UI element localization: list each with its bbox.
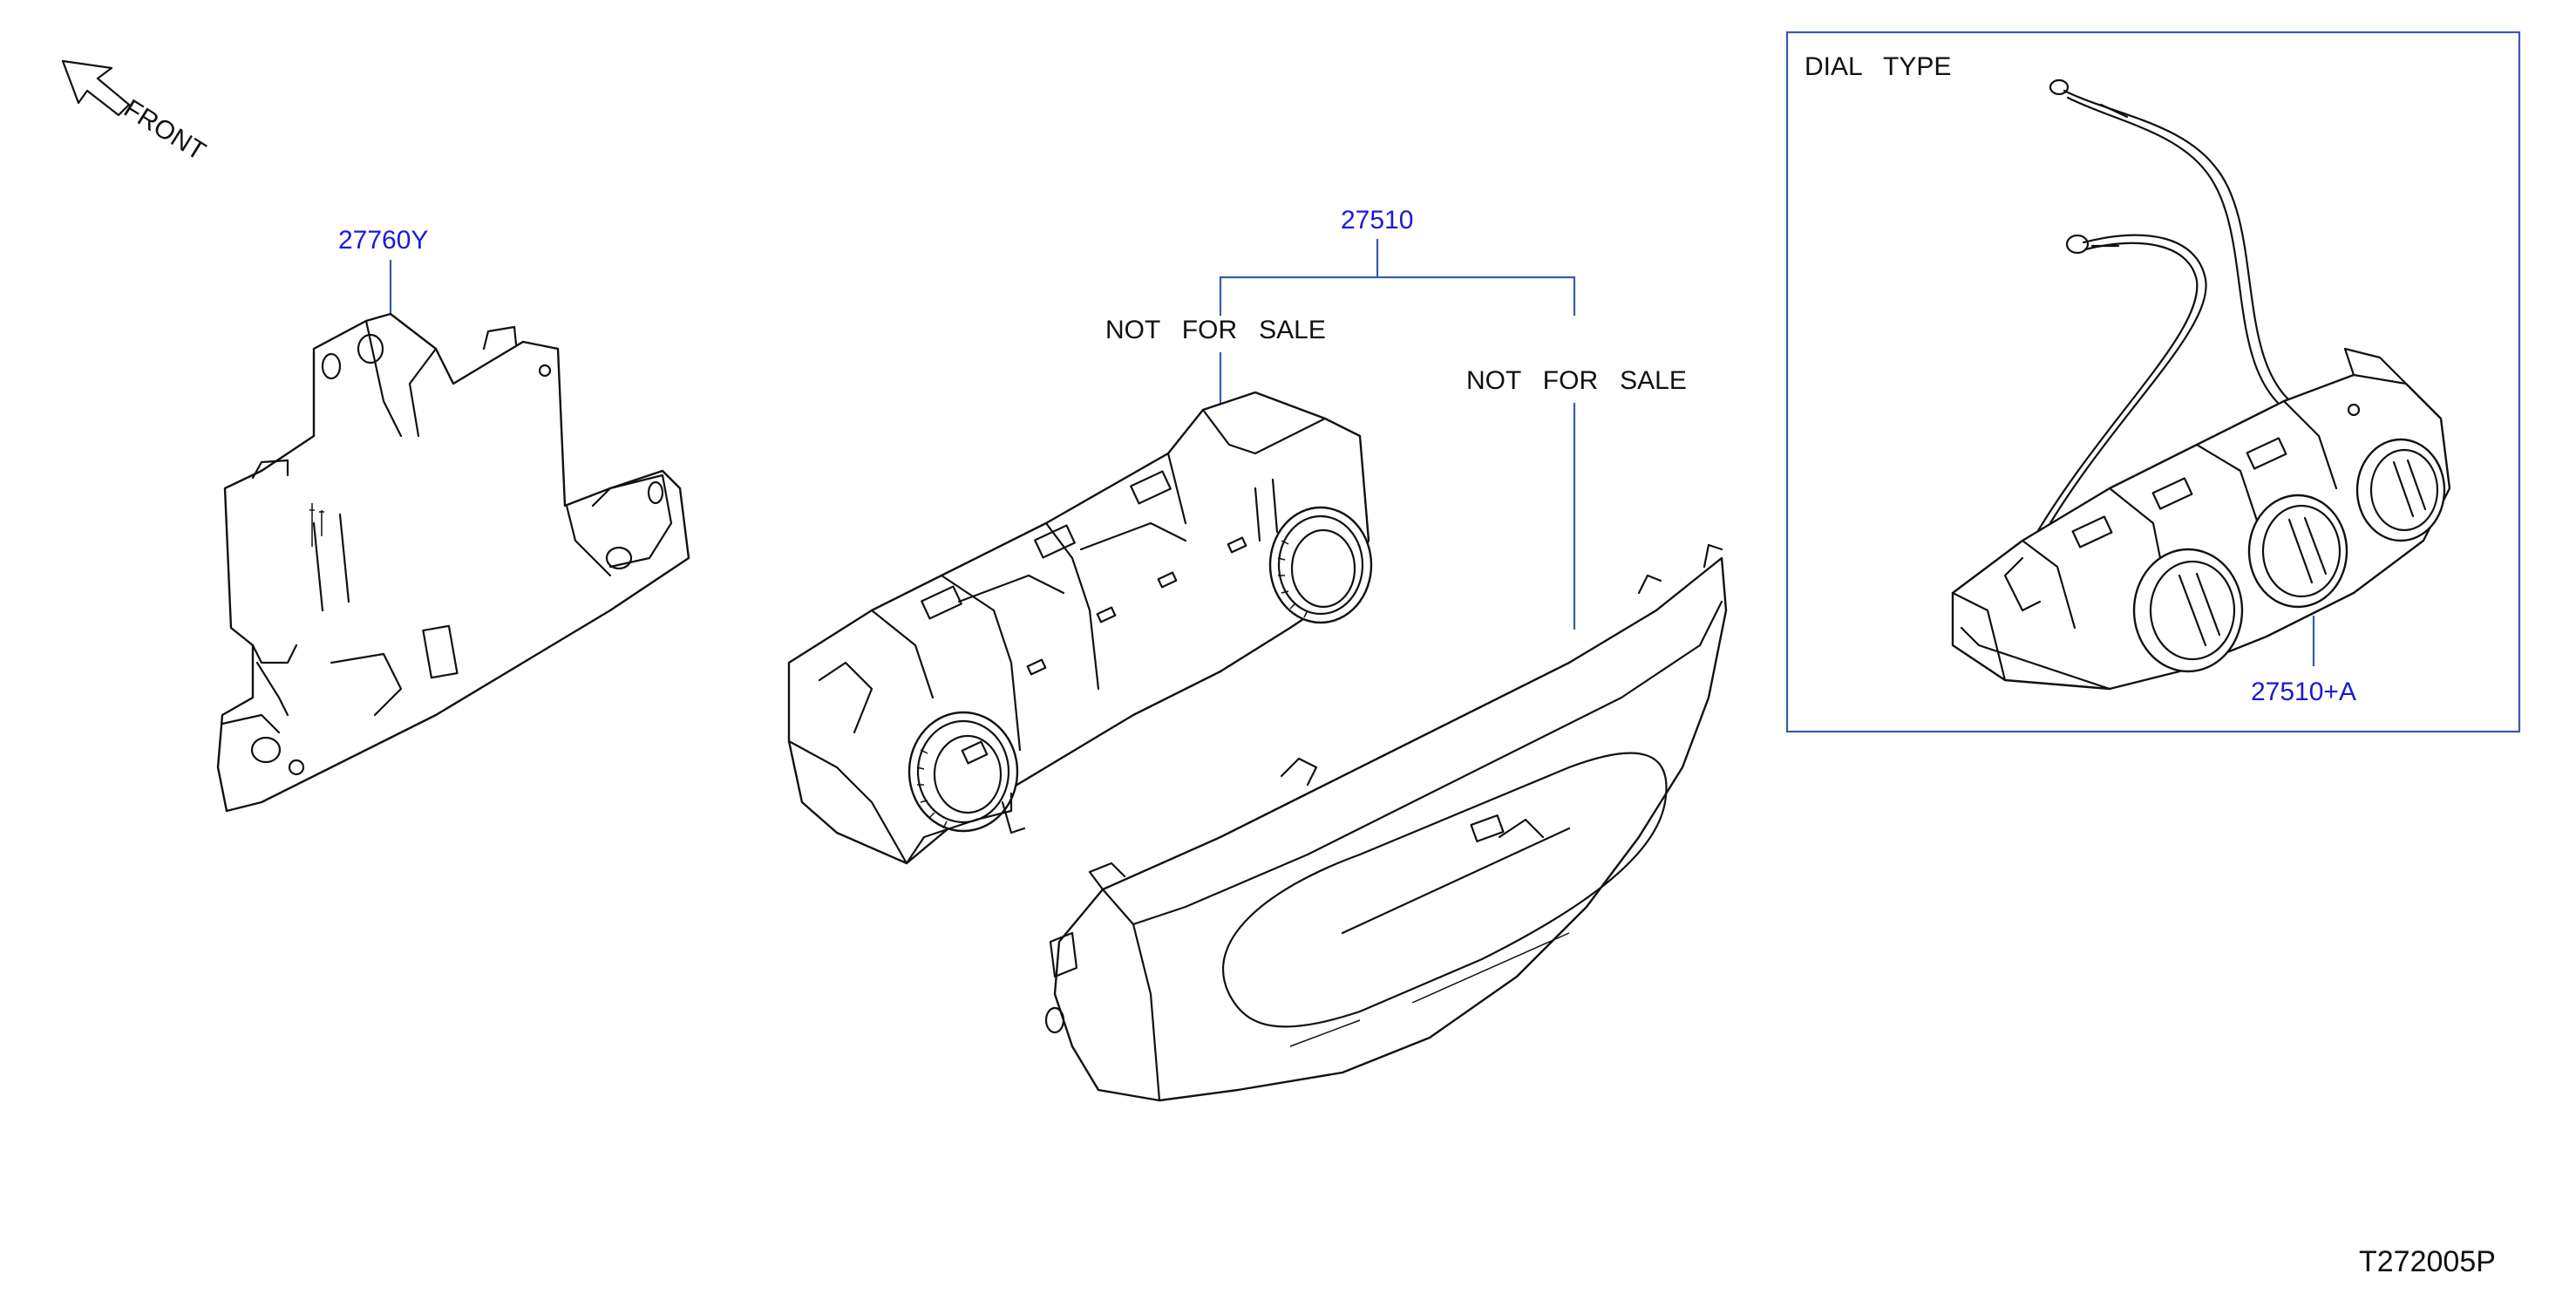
not-for-sale-upper: NOT FOR SALE: [1105, 316, 1326, 344]
part-number-control-assembly[interactable]: 27510: [1341, 206, 1413, 235]
dial-type-inset-frame: [1785, 31, 2521, 733]
bezel-finisher-drawing: [1044, 543, 1728, 1102]
reference-code: T272005P: [2359, 1245, 2496, 1278]
part-number-dial-type[interactable]: 27510+A: [2251, 678, 2356, 706]
bracket-part-drawing: [216, 312, 690, 813]
front-label: FRONT: [119, 94, 210, 167]
front-arrow-icon: [61, 59, 131, 117]
not-for-sale-lower: NOT FOR SALE: [1466, 366, 1687, 395]
dial-type-unit-drawing: [1951, 78, 2451, 691]
inset-title: DIAL TYPE: [1805, 52, 1951, 81]
part-number-bracket[interactable]: 27760Y: [338, 226, 428, 255]
assembly-leader-bracket: [1219, 276, 1576, 316]
control-unit-drawing: [787, 391, 1373, 865]
